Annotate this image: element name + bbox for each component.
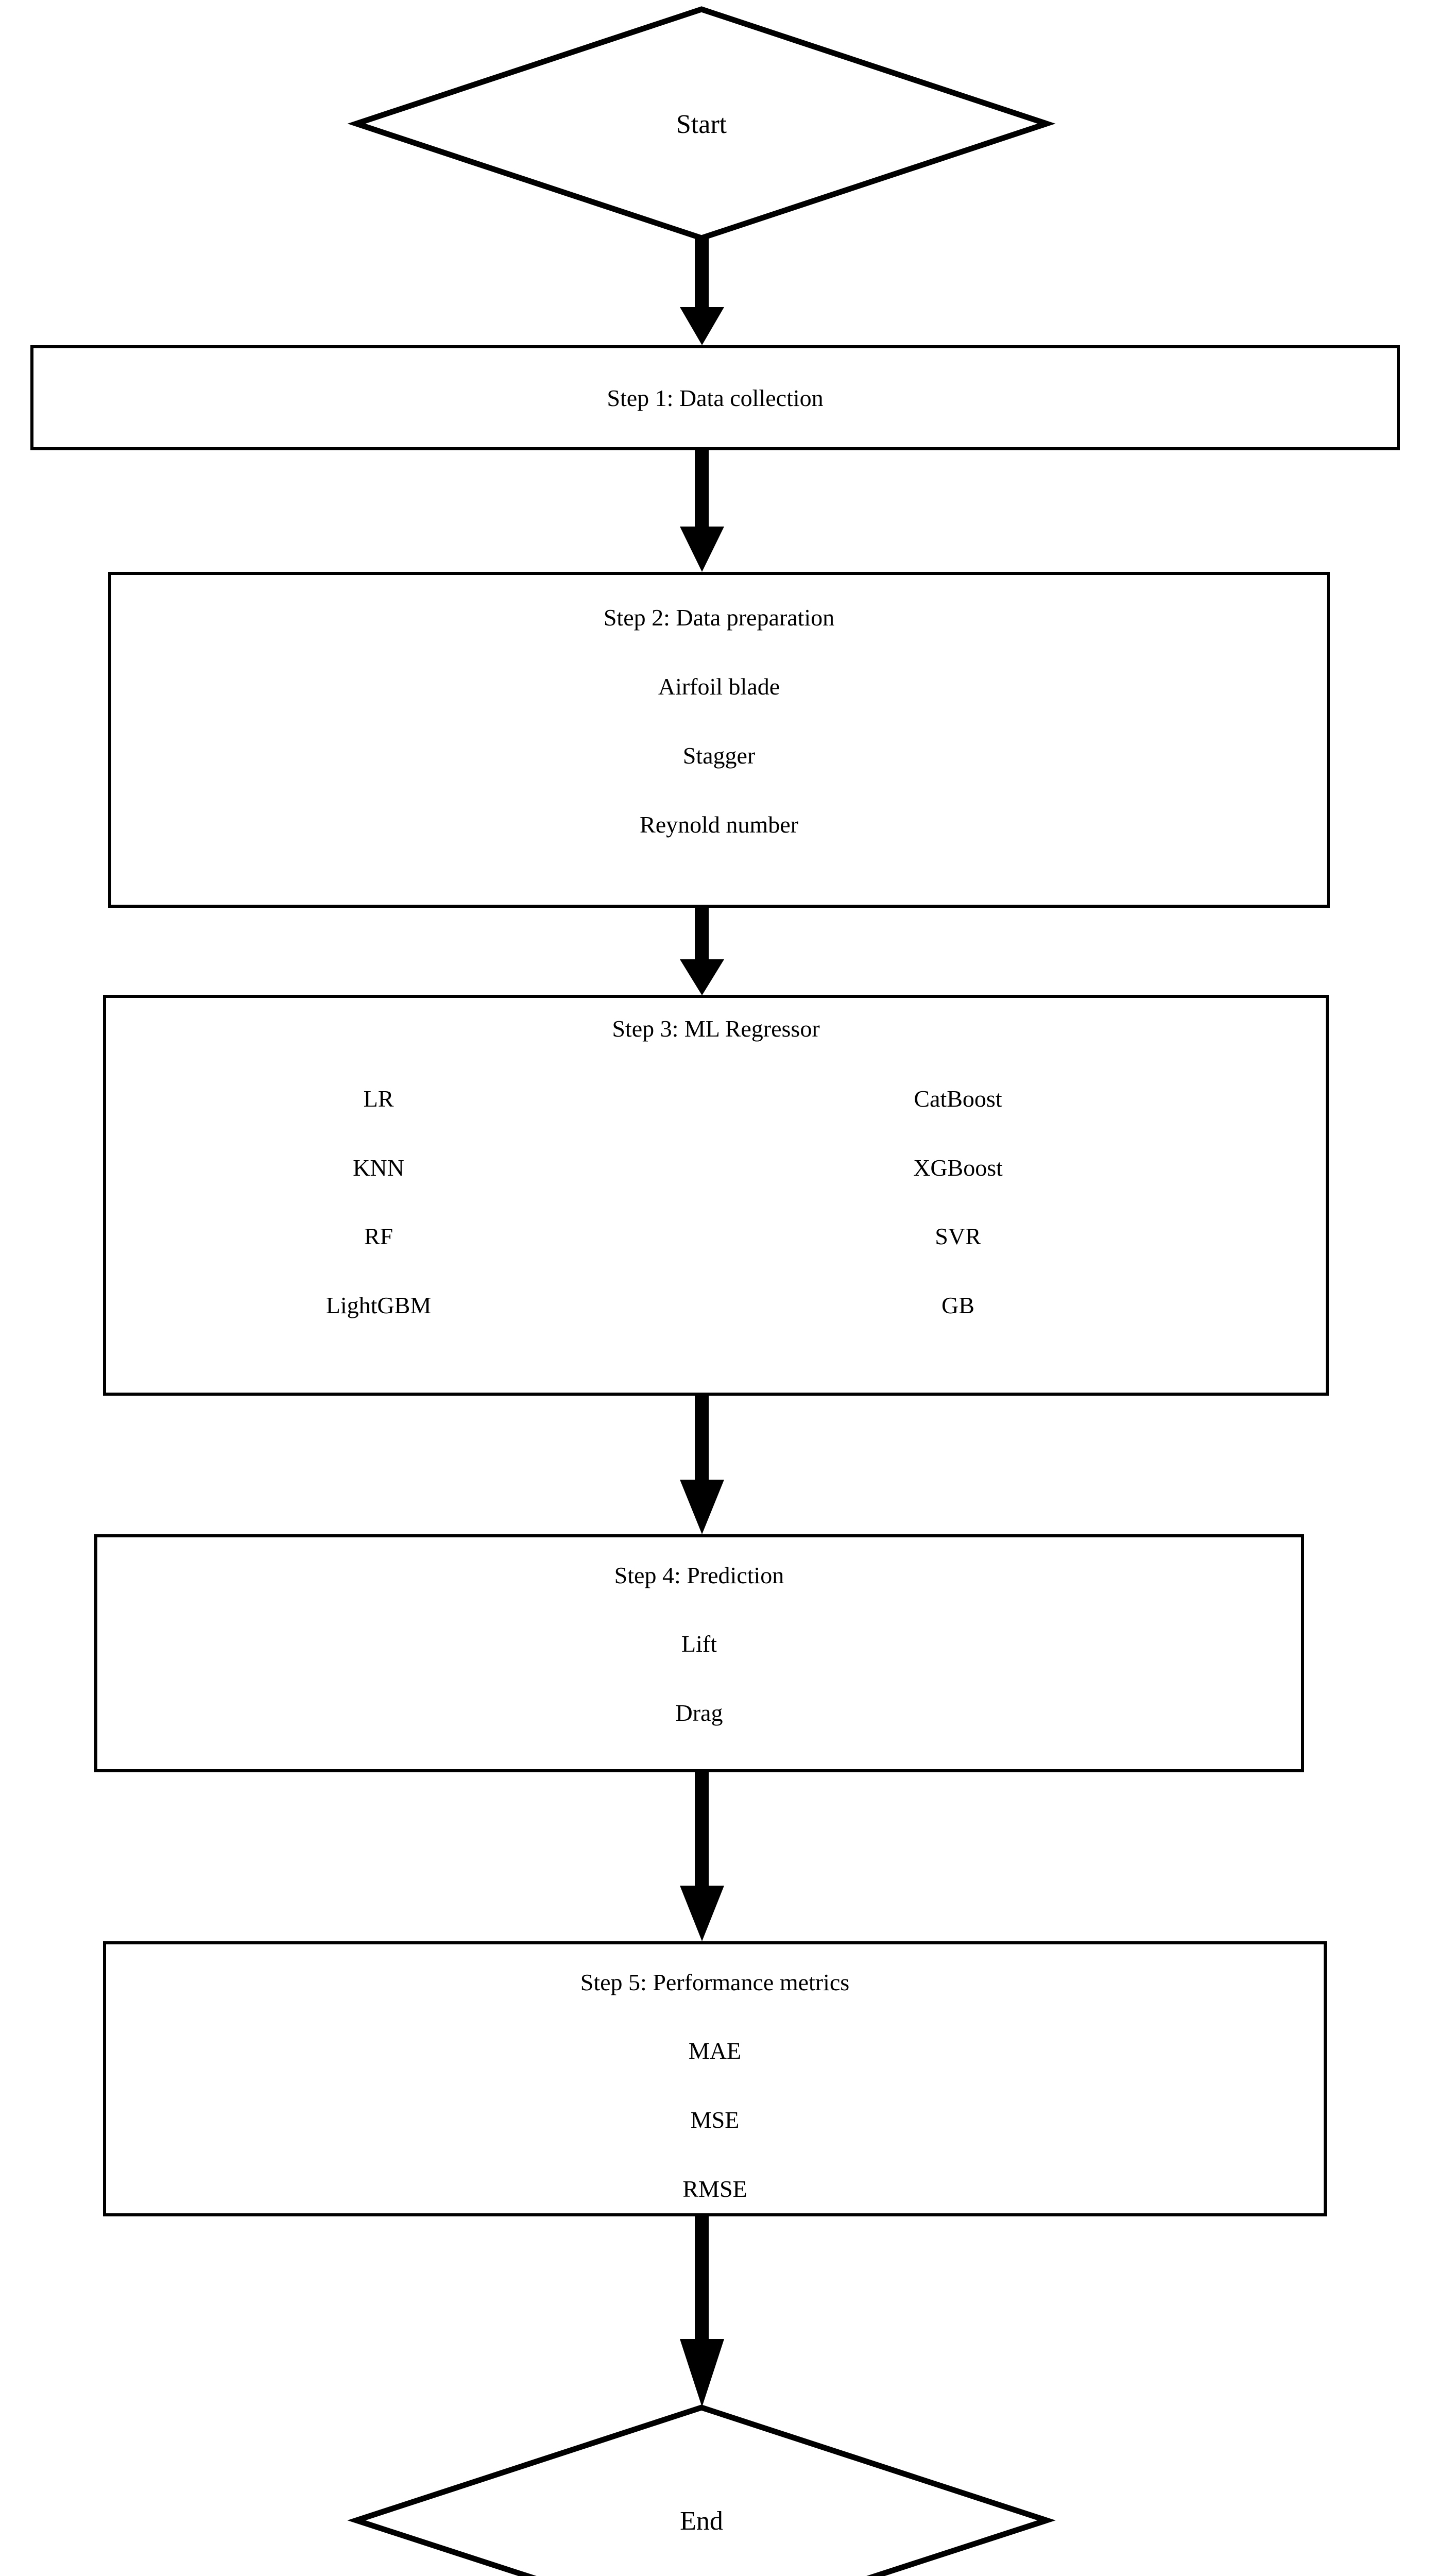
step5-title: Step 5: Performance metrics [580,1969,850,1995]
step3-regressor-rf: RF [364,1223,393,1249]
edge-step4-to-step5 [680,1771,724,1941]
step3-regressor-lightgbm: LightGBM [326,1292,432,1318]
step1-box-shape [30,345,1400,450]
edge-step1-to-step2 [680,449,724,572]
start-label: Start [676,110,727,139]
edge-step2-to-step3 [680,907,724,995]
step3-regressor-catboost: CatBoost [914,1086,1002,1112]
edge-start-to-step1 [680,238,724,345]
step5-item-mae: MAE [688,2038,742,2064]
edge-step3-to-step4 [680,1395,724,1534]
step3-box-shape [103,995,1329,1396]
step3-regressor-xgboost: XGBoost [913,1155,1003,1181]
step3-regressor-lr: LR [363,1086,394,1112]
step2-title: Step 2: Data preparation [603,604,835,631]
step2-item-reynold-number: Reynold number [640,811,798,838]
step2-box-shape [108,572,1330,908]
end-terminator-shape [347,2404,1056,2576]
step4-box-shape [94,1534,1304,1772]
step3-title: Step 3: ML Regressor [612,1015,820,1042]
step2-item-stagger: Stagger [682,742,756,769]
step4-item-drag: Drag [675,1700,723,1726]
end-label: End [680,2506,723,2536]
step4-title: Step 4: Prediction [614,1562,784,1588]
step3-regressor-svr: SVR [935,1223,981,1249]
step5-box-shape [103,1941,1327,2216]
step4-item-lift: Lift [681,1631,717,1657]
step5-item-mse: MSE [690,2107,740,2133]
step2-item-airfoil-blade: Airfoil blade [658,673,780,700]
step5-item-rmse: RMSE [682,2176,747,2202]
edge-step5-to-end [680,2215,724,2407]
step1-title: Step 1: Data collection [607,385,824,411]
step3-regressor-knn: KNN [353,1155,404,1181]
step3-regressor-gb: GB [941,1292,974,1318]
